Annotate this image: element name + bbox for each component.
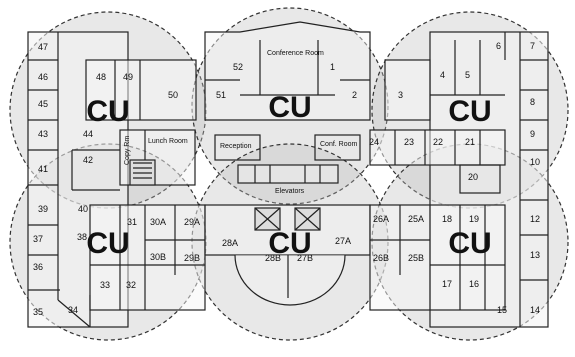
room-20: 20	[468, 172, 478, 182]
room-10: 10	[530, 157, 540, 167]
room-34: 34	[68, 305, 78, 315]
room-52: 52	[233, 62, 243, 72]
room-33: 33	[100, 280, 110, 290]
room-24: 24	[369, 137, 379, 147]
room-50: 50	[168, 90, 178, 100]
room-3: 3	[398, 90, 403, 100]
room-7: 7	[530, 41, 535, 51]
conference-room-label: Conference Room	[267, 50, 324, 57]
lunch-room-label: Lunch Room	[148, 138, 188, 145]
room-14: 14	[530, 305, 540, 315]
conf-room-label: Conf. Room	[320, 141, 358, 148]
room-4: 4	[440, 70, 445, 80]
room-27a: 27A	[335, 236, 351, 246]
room-45: 45	[38, 99, 48, 109]
room-30a: 30A	[150, 217, 166, 227]
room-23: 23	[404, 137, 414, 147]
room-17: 17	[442, 279, 452, 289]
cu-label: CU	[268, 227, 311, 260]
room-37: 37	[33, 234, 43, 244]
room-32: 32	[126, 280, 136, 290]
room-27b: 27B	[297, 253, 313, 263]
cu-label: CU	[86, 95, 129, 128]
room-25a: 25A	[408, 214, 424, 224]
room-18: 18	[442, 214, 452, 224]
room-41: 41	[38, 164, 48, 174]
coverage-unit-labels: CU CU CU CU CU CU	[86, 91, 491, 260]
cu-label: CU	[268, 91, 311, 124]
room-46: 46	[38, 72, 48, 82]
room-31: 31	[127, 217, 137, 227]
room-28a: 28A	[222, 238, 238, 248]
room-21: 21	[465, 137, 475, 147]
room-29b: 29B	[184, 253, 200, 263]
room-49: 49	[123, 72, 133, 82]
room-29a: 29A	[184, 217, 200, 227]
room-43: 43	[38, 129, 48, 139]
room-25b: 25B	[408, 253, 424, 263]
room-labels: 47 46 45 43 44 42 41 39 40 37 38 36 35 3…	[33, 41, 540, 317]
room-30b: 30B	[150, 252, 166, 262]
room-40: 40	[78, 204, 88, 214]
room-51: 51	[216, 90, 226, 100]
reception-label: Reception	[220, 143, 252, 150]
room-44: 44	[83, 129, 93, 139]
room-8: 8	[530, 97, 535, 107]
room-6: 6	[496, 41, 501, 51]
building-walls	[27, 21, 549, 328]
room-28b: 28B	[265, 253, 281, 263]
room-36: 36	[33, 262, 43, 272]
room-16: 16	[469, 279, 479, 289]
elevators-label: Elevators	[275, 188, 305, 195]
room-38: 38	[77, 232, 87, 242]
room-35: 35	[33, 307, 43, 317]
room-48: 48	[96, 72, 106, 82]
room-19: 19	[469, 214, 479, 224]
room-12: 12	[530, 214, 540, 224]
cu-label: CU	[86, 227, 129, 260]
cu-label: CU	[448, 95, 491, 128]
room-22: 22	[433, 137, 443, 147]
room-42: 42	[83, 155, 93, 165]
room-1: 1	[330, 62, 335, 72]
room-9: 9	[530, 129, 535, 139]
copy-room-label: Copy Rm	[124, 136, 131, 165]
cu-label: CU	[448, 227, 491, 260]
room-5: 5	[465, 70, 470, 80]
room-39: 39	[38, 204, 48, 214]
room-47: 47	[38, 42, 48, 52]
room-13: 13	[530, 250, 540, 260]
room-26b: 26B	[373, 253, 389, 263]
room-2: 2	[352, 90, 357, 100]
room-15: 15	[497, 305, 507, 315]
room-26a: 26A	[373, 214, 389, 224]
